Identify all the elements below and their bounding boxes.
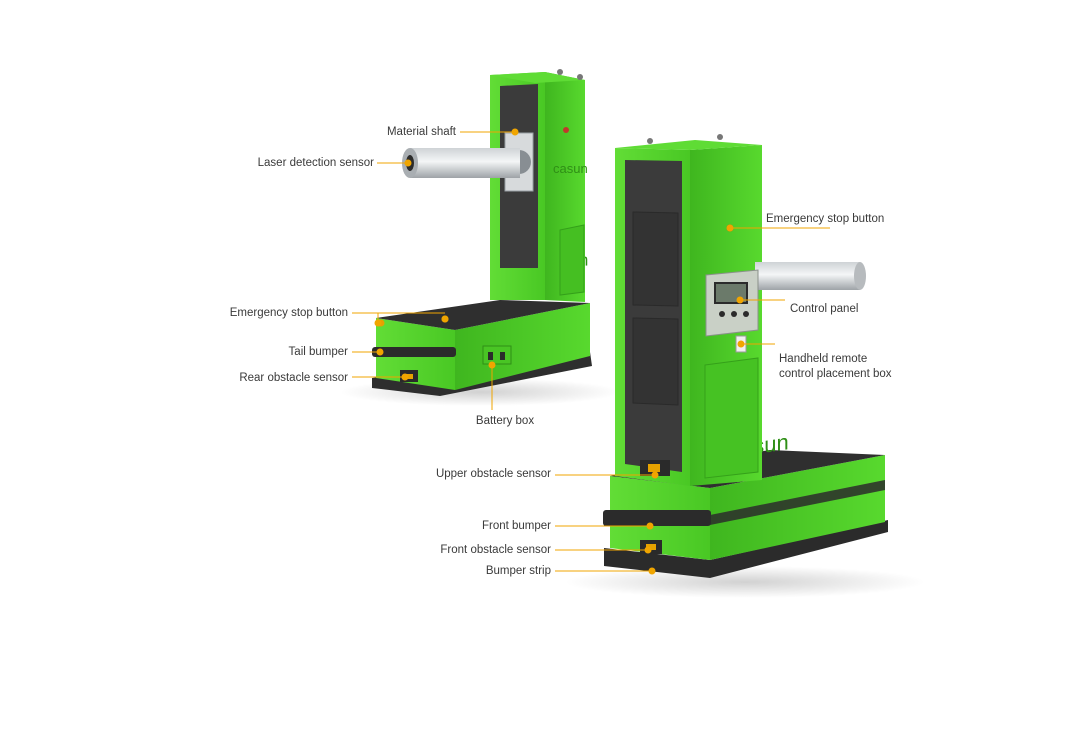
callout-material-shaft: Material shaft <box>386 126 456 138</box>
callout-emergency-stop-front: Emergency stop button <box>766 213 885 225</box>
callout-control-panel: Control panel <box>790 303 859 315</box>
callout-handheld-remote-line2: control placement box <box>779 368 892 380</box>
callout-front-bumper: Front bumper <box>481 520 551 532</box>
robot-rear-view: casun casun <box>340 69 620 406</box>
callout-rear-obstacle-sensor: Rear obstacle sensor <box>239 372 348 384</box>
callout-emergency-stop-rear: Emergency stop button <box>229 307 348 319</box>
callout-tail-bumper: Tail bumper <box>288 346 348 358</box>
callout-laser-detection-sensor: Laser detection sensor <box>257 157 374 169</box>
callout-front-obstacle-sensor: Front obstacle sensor <box>440 544 551 556</box>
callout-bumper-strip: Bumper strip <box>485 565 551 577</box>
callout-handheld-remote-line1: Handheld remote <box>779 353 868 365</box>
casun-logo-icon: casun <box>553 161 588 176</box>
leader-lines <box>352 128 830 575</box>
callout-battery-box: Battery box <box>475 415 535 427</box>
callout-upper-obstacle-sensor: Upper obstacle sensor <box>435 468 551 480</box>
robot-front-view: casun <box>565 134 925 598</box>
